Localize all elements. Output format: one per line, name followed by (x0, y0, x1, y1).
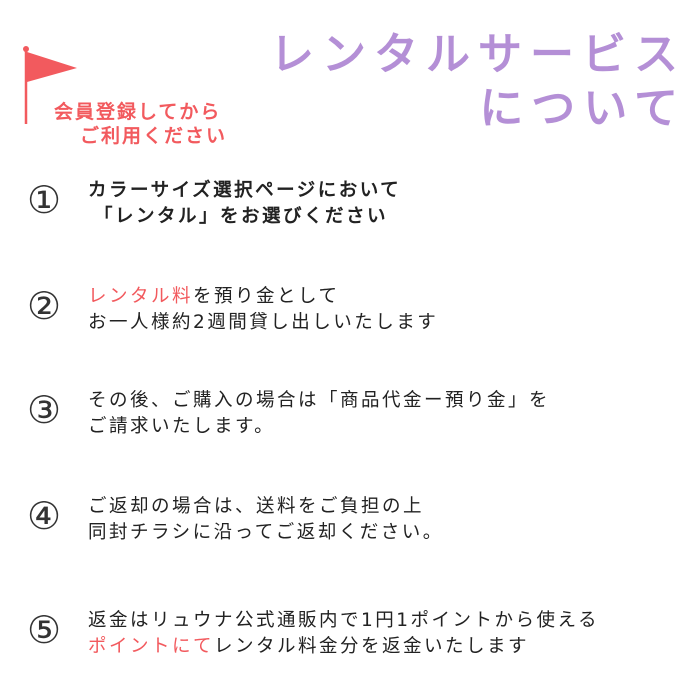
page-title: レンタルサービス について (270, 28, 686, 136)
step-5-line1: 返金はリュウナ公式通販内で1円1ポイントから使える (88, 610, 599, 631)
page-title-line1: レンタルサービス (270, 29, 686, 80)
step-3-line2: ご請求いたします。 (88, 416, 276, 437)
flag-icon (23, 46, 77, 124)
step-4-line2: 同封チラシに沿ってご返却ください。 (88, 522, 444, 543)
step-4-line1: ご返却の場合は、送料をご負担の上 (88, 496, 425, 517)
step-text-3: その後、ご購入の場合は「商品代金ー預り金」を ご請求いたします。 (88, 388, 550, 440)
step-text-4: ご返却の場合は、送料をご負担の上 同封チラシに沿ってご返却ください。 (88, 494, 444, 546)
step-number-3: ③ (26, 388, 62, 432)
step-text-1: カラーサイズ選択ページにおいて 「レンタル」をお選びください (88, 178, 401, 230)
step-3-line1: その後、ご購入の場合は「商品代金ー預り金」を (88, 390, 551, 411)
step-2-line1: レンタル料を預り金として (88, 284, 438, 310)
step-number-2: ② (26, 284, 62, 328)
page-title-line2: について (479, 83, 686, 134)
step-1-line1: カラーサイズ選択ページにおいて (88, 180, 402, 201)
step-5-line2: ポイントにてレンタル料金分を返金いたします (88, 634, 599, 660)
step-text-5: 返金はリュウナ公式通販内で1円1ポイントから使える ポイントにてレンタル料金分を… (88, 608, 599, 660)
step-5-highlight: ポイントにて (88, 636, 215, 657)
register-notice-line1: 会員登録してから (54, 101, 222, 123)
register-notice-line2: ご利用ください (80, 125, 228, 147)
step-number-1: ① (26, 178, 62, 222)
step-2-line1-rest: を預り金として (193, 286, 340, 307)
step-text-2: レンタル料を預り金として お一人様約2週間貸し出しいたします (88, 284, 438, 336)
register-notice: 会員登録してから ご利用ください (54, 100, 227, 148)
step-number-4: ④ (26, 494, 62, 538)
step-5-line2-rest: レンタル料金分を返金いたします (214, 636, 530, 657)
step-number-5: ⑤ (26, 608, 62, 652)
step-2-line2: お一人様約2週間貸し出しいたします (88, 312, 439, 333)
step-1-line2: 「レンタル」をお選びください (94, 206, 389, 227)
step-2-highlight: レンタル料 (88, 286, 194, 307)
